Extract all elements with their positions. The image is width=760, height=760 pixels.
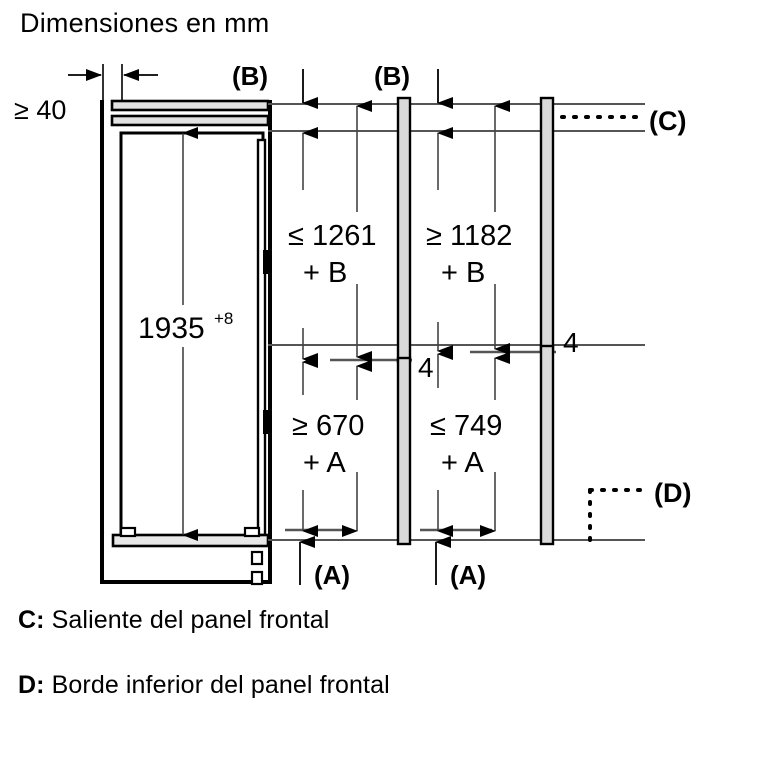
panel-bar-left-upper bbox=[396, 96, 412, 364]
dim-upper-left-line1: ≤ 1261 bbox=[288, 220, 377, 252]
height-dimension-group: 1935 +8 bbox=[130, 127, 248, 541]
marker-a-right-label: (A) bbox=[450, 560, 486, 590]
dim-lower-left-line1: ≥ 670 bbox=[292, 410, 364, 442]
dim-lower-right-line1: ≤ 749 bbox=[430, 410, 502, 442]
panel-bar-left-lower bbox=[396, 356, 412, 546]
legend-item-d: D: Borde inferior del panel frontal bbox=[18, 671, 390, 700]
dim-upper-right-line1: ≥ 1182 bbox=[426, 220, 512, 252]
height-label-bg bbox=[130, 305, 248, 347]
handle-notch-1 bbox=[263, 250, 268, 274]
callout-c-group: (C) bbox=[560, 106, 686, 136]
cabinet-outline bbox=[100, 100, 272, 584]
gap-indicator-left: 4 bbox=[302, 328, 434, 395]
foot-right bbox=[243, 526, 261, 538]
dimension-upper-left: ≤ 1261 + B bbox=[286, 100, 390, 363]
panel-bar-right-upper bbox=[539, 96, 555, 352]
dimension-upper-right: ≥ 1182 + B bbox=[424, 100, 530, 355]
dim-lower-left-line2: + A bbox=[303, 447, 346, 479]
dimension-lower-right: ≤ 749 + A bbox=[428, 352, 526, 537]
dimension-lower-left: ≥ 670 + A bbox=[290, 360, 388, 537]
front-panel-bars bbox=[396, 96, 555, 546]
page-title: Dimensiones en mm bbox=[20, 8, 270, 38]
gap-label-left: 4 bbox=[418, 352, 434, 383]
door-hinge-rail bbox=[256, 138, 267, 537]
dim-upper-left-line2: + B bbox=[303, 257, 347, 289]
dim-lower-right-line2: + A bbox=[441, 447, 484, 479]
marker-a-left-group: (A) bbox=[299, 536, 350, 590]
callout-d-label: (D) bbox=[654, 478, 691, 508]
legend-text-c: Saliente del panel frontal bbox=[51, 606, 330, 634]
callout-d-group: (D) bbox=[588, 478, 691, 542]
clearance-dimension-group: ≥ 40 bbox=[14, 64, 158, 125]
callout-c-label: (C) bbox=[649, 106, 686, 136]
foot-left bbox=[119, 526, 137, 538]
legend-key-d: D: bbox=[18, 671, 45, 699]
handle-notch-2 bbox=[263, 410, 268, 434]
marker-a-left-label: (A) bbox=[314, 560, 350, 590]
adjuster-1 bbox=[250, 550, 264, 566]
dim-lower-right-label-bg bbox=[428, 400, 526, 472]
dim-lower-left-label-bg bbox=[290, 400, 388, 472]
marker-b-right-group: (B) bbox=[374, 61, 453, 109]
dim-upper-right-label-bg bbox=[424, 212, 530, 284]
adjuster-2 bbox=[250, 570, 264, 586]
top-strip-1 bbox=[110, 99, 270, 112]
marker-b-left-group: (B) bbox=[232, 61, 318, 109]
legend-text-d: Borde inferior del panel frontal bbox=[51, 671, 390, 699]
height-value: 1935 bbox=[138, 312, 205, 345]
panel-bar-right-lower bbox=[539, 344, 555, 546]
legend-item-c: C: Saliente del panel frontal bbox=[18, 606, 329, 635]
marker-a-right-group: (A) bbox=[435, 536, 486, 590]
marker-b-left-label: (B) bbox=[232, 61, 268, 91]
gap-label-right: 4 bbox=[563, 327, 579, 358]
dim-upper-left-label-bg bbox=[286, 212, 390, 284]
dim-upper-right-line2: + B bbox=[441, 257, 485, 289]
height-tolerance: +8 bbox=[214, 309, 233, 328]
legend-key-c: C: bbox=[18, 606, 45, 634]
clearance-label: ≥ 40 bbox=[14, 95, 66, 125]
top-strip-2 bbox=[110, 114, 270, 127]
marker-b-right-label: (B) bbox=[374, 61, 410, 91]
gap-indicator-right: 4 bbox=[437, 322, 579, 388]
